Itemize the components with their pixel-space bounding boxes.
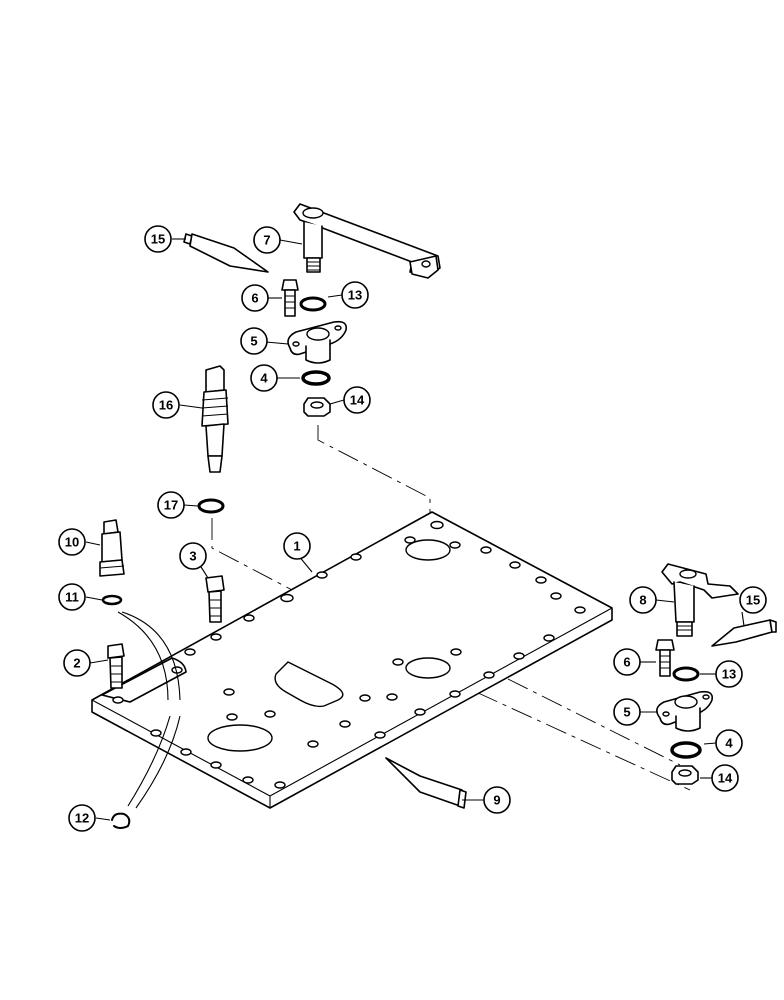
callout-label: 16 bbox=[159, 398, 173, 413]
washer-11 bbox=[101, 594, 123, 606]
callout-3: 3 bbox=[179, 542, 207, 570]
callout-6-right: 6 bbox=[613, 648, 641, 676]
bolt-upper bbox=[281, 279, 299, 317]
callout-label: 8 bbox=[639, 593, 646, 608]
callout-label: 14 bbox=[350, 393, 365, 408]
callout-label: 6 bbox=[623, 655, 630, 670]
callout-14-upper: 14 bbox=[343, 386, 371, 414]
callout-15-upper: 15 bbox=[144, 225, 172, 253]
callout-12: 12 bbox=[68, 804, 96, 832]
callout-9: 9 bbox=[483, 786, 511, 814]
bracket-lower bbox=[661, 563, 739, 637]
sealant-tube-upper bbox=[183, 233, 269, 273]
callout-label: 10 bbox=[65, 535, 79, 550]
bolt-2 bbox=[107, 643, 125, 689]
callout-label: 15 bbox=[151, 232, 165, 247]
callout-label: 2 bbox=[73, 656, 80, 671]
o-ring-lower bbox=[670, 741, 702, 759]
callout-label: 17 bbox=[164, 498, 178, 513]
callout-label: 11 bbox=[65, 590, 79, 605]
hose-fitting bbox=[99, 519, 125, 577]
callout-label: 12 bbox=[75, 811, 89, 826]
callout-1: 1 bbox=[283, 532, 311, 560]
callout-7: 7 bbox=[253, 226, 281, 254]
callout-label: 7 bbox=[263, 233, 270, 248]
hose-leader-lines bbox=[117, 611, 181, 809]
callout-label: 5 bbox=[250, 334, 257, 349]
bolt-3 bbox=[205, 575, 225, 623]
callout-10: 10 bbox=[58, 528, 86, 556]
flange-bearing-upper bbox=[287, 320, 348, 364]
o-ring-upper bbox=[301, 370, 331, 386]
mounting-plate bbox=[91, 511, 613, 809]
callout-13-right: 13 bbox=[715, 660, 743, 688]
clip-12 bbox=[111, 812, 131, 829]
callout-4-right: 4 bbox=[715, 729, 743, 757]
nut-lower bbox=[671, 765, 699, 785]
callout-15-right: 15 bbox=[739, 586, 767, 614]
callout-2: 2 bbox=[63, 649, 91, 677]
washer-upper bbox=[299, 296, 327, 312]
sealant-tube-right bbox=[711, 619, 777, 647]
callout-label: 9 bbox=[493, 793, 500, 808]
callout-11: 11 bbox=[58, 583, 86, 611]
washer-lower bbox=[672, 666, 700, 682]
stud-fitting bbox=[201, 365, 229, 473]
callout-label: 4 bbox=[260, 371, 268, 386]
callout-13-upper: 13 bbox=[341, 281, 369, 309]
callout-4-upper: 4 bbox=[250, 364, 278, 392]
flange-bearing-lower bbox=[656, 690, 714, 732]
sealant-tube-lower bbox=[385, 757, 467, 809]
callout-6-upper: 6 bbox=[241, 284, 269, 312]
callout-label: 1 bbox=[293, 539, 300, 554]
washer-17 bbox=[197, 498, 225, 514]
callout-14-right: 14 bbox=[711, 764, 739, 792]
callout-label: 3 bbox=[189, 549, 196, 564]
callout-8: 8 bbox=[629, 586, 657, 614]
callout-label: 4 bbox=[725, 736, 733, 751]
nut-upper bbox=[303, 397, 331, 417]
callout-label: 15 bbox=[746, 593, 760, 608]
callout-label: 13 bbox=[722, 667, 736, 682]
callout-16: 16 bbox=[152, 391, 180, 419]
bracket-upper bbox=[293, 203, 441, 279]
callout-17: 17 bbox=[157, 491, 185, 519]
callout-label: 14 bbox=[718, 771, 733, 786]
callout-5-right: 5 bbox=[613, 698, 641, 726]
plate-bolt-holes bbox=[112, 520, 586, 789]
callout-label: 6 bbox=[251, 291, 258, 306]
callout-5-upper: 5 bbox=[240, 327, 268, 355]
bolt-lower bbox=[655, 639, 675, 677]
callout-label: 5 bbox=[623, 705, 630, 720]
callout-label: 13 bbox=[348, 288, 362, 303]
